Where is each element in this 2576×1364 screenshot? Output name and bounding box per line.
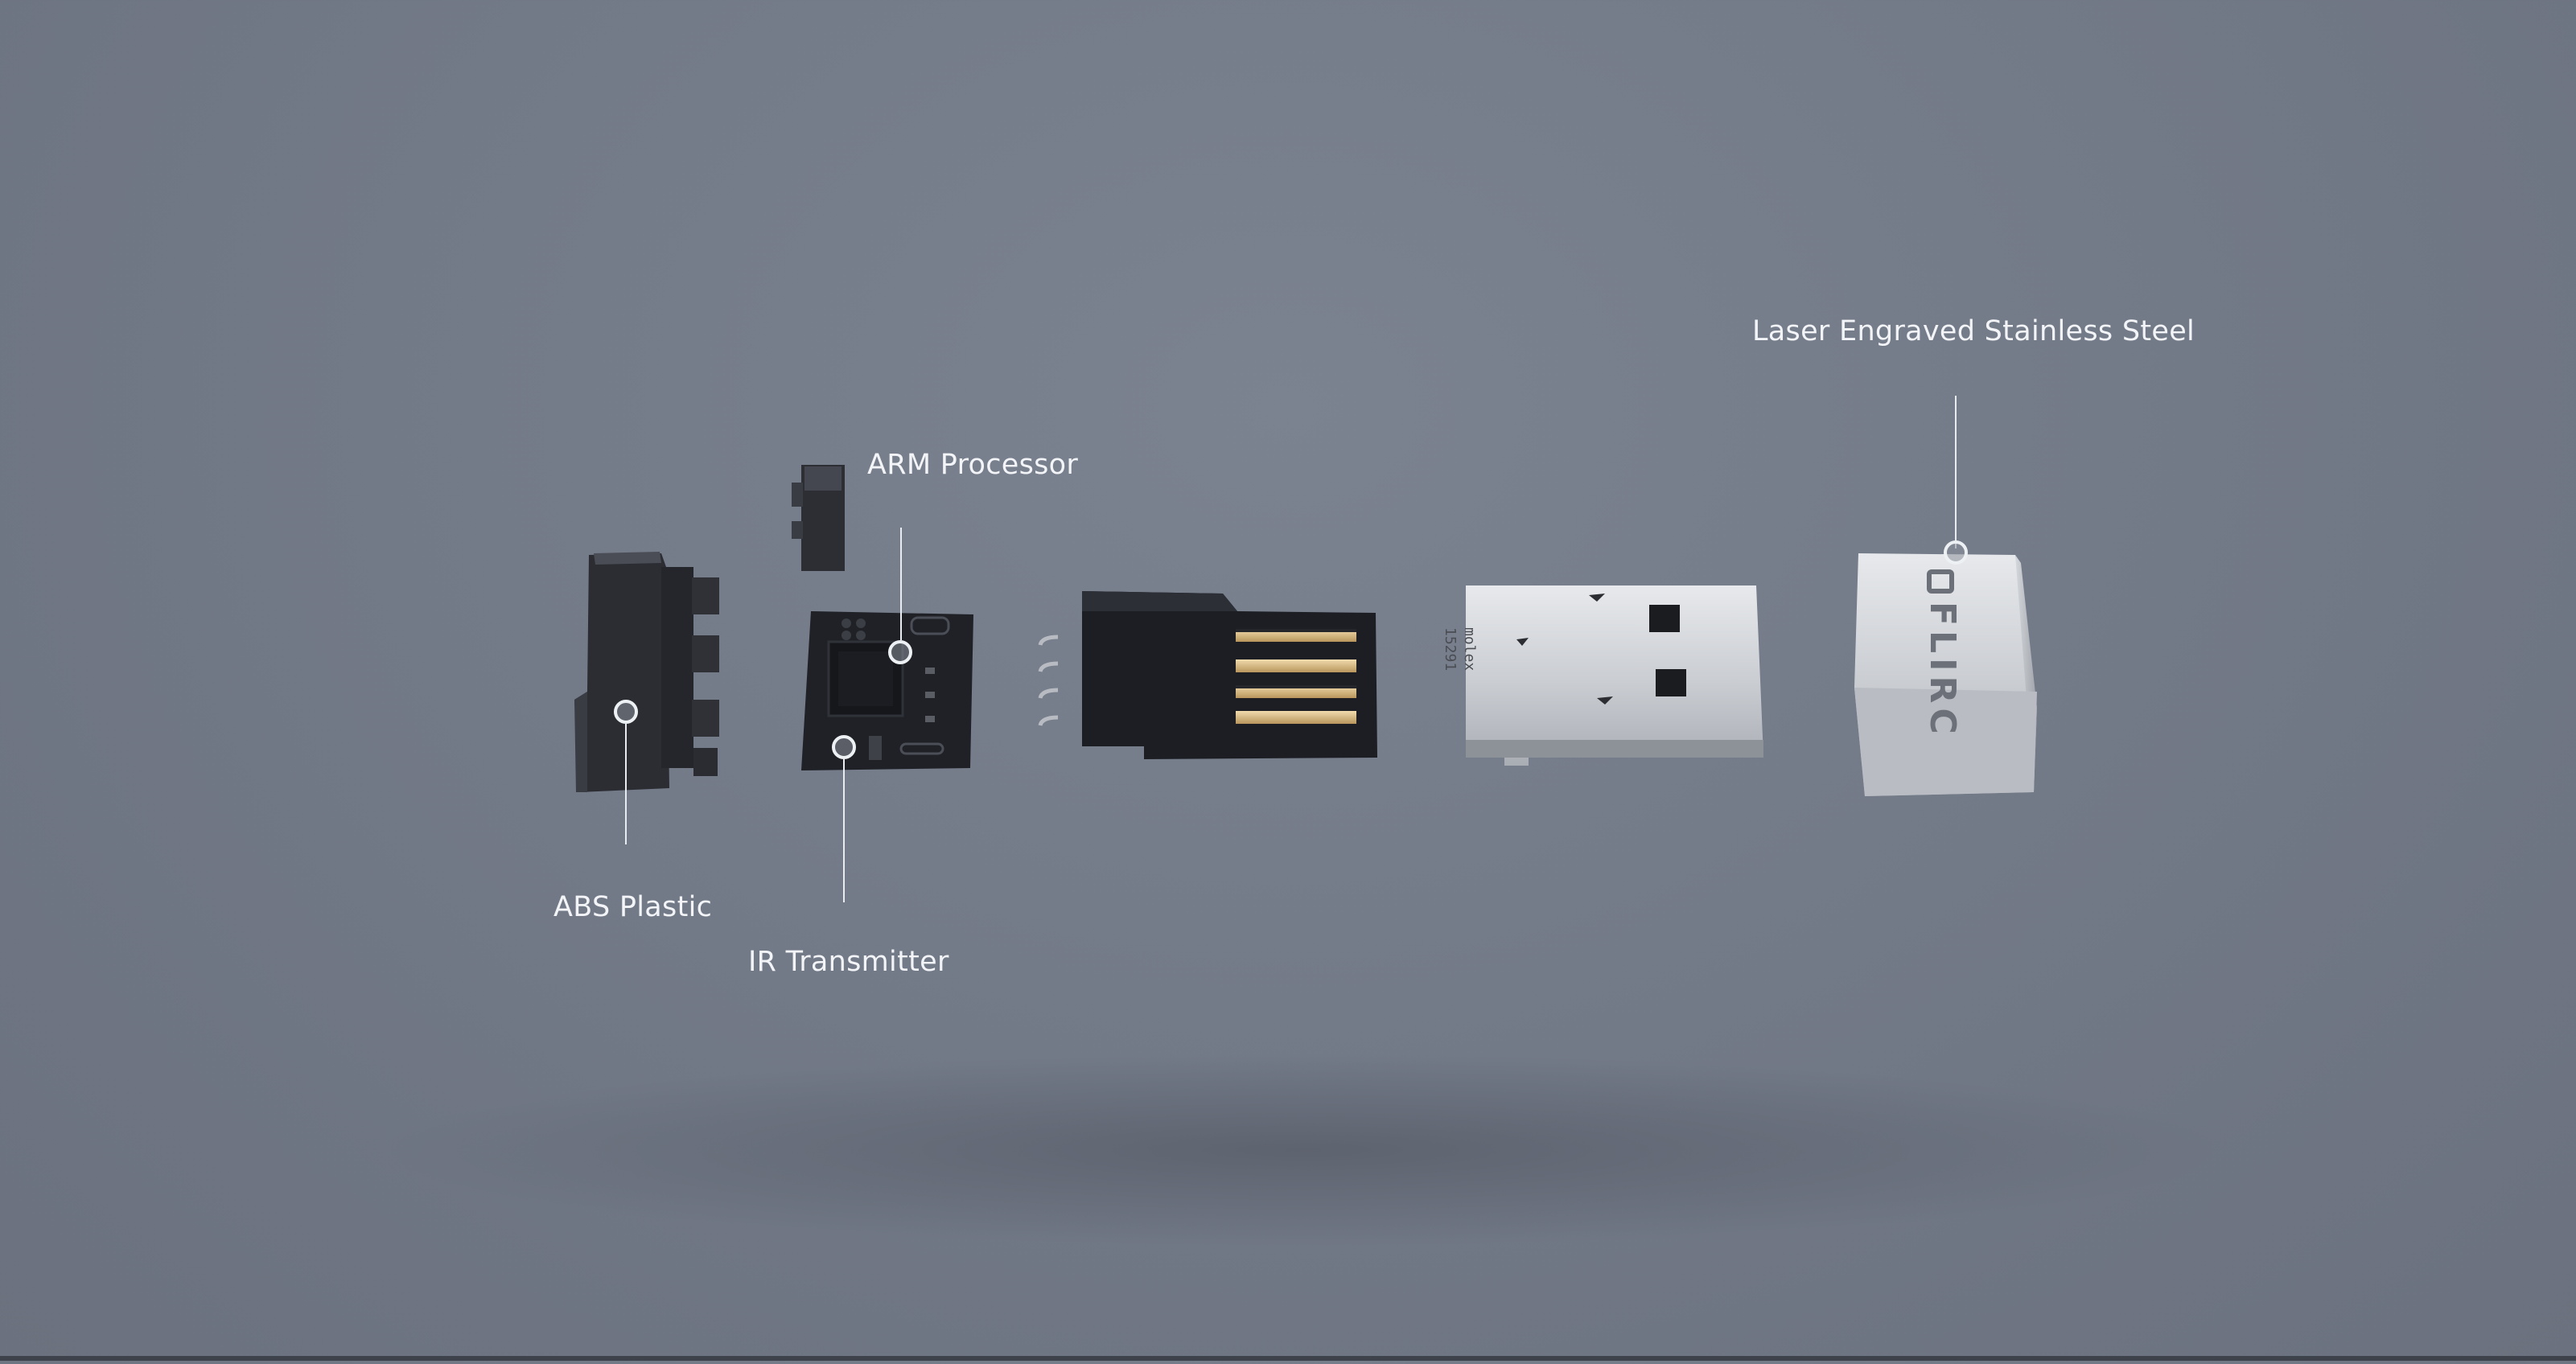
bottom-border <box>0 1356 2576 1361</box>
callout-line-arm-processor <box>900 528 902 640</box>
callout-label-laser-steel: Laser Engraved Stainless Steel <box>1752 315 2195 347</box>
pcb-board <box>801 611 973 770</box>
flirc-logo-icon <box>1927 569 1954 594</box>
callout-label-abs-plastic: ABS Plastic <box>553 891 713 923</box>
callout-line-ir-transmitter <box>843 759 845 902</box>
molex-marking: molex 15291 <box>1442 627 1478 672</box>
callout-marker-ir-transmitter[interactable] <box>832 735 856 759</box>
callout-marker-abs-plastic[interactable] <box>614 700 638 724</box>
callout-line-abs-plastic <box>625 724 627 844</box>
floor-shadow <box>378 1054 2228 1247</box>
ir-component <box>792 465 845 571</box>
steel-cap <box>1854 553 2037 796</box>
callout-label-arm-processor: ARM Processor <box>867 449 1079 481</box>
flirc-logo-engraving: FLIRC <box>1922 569 1963 739</box>
connector-body <box>1038 591 1377 759</box>
callout-marker-laser-steel[interactable] <box>1944 540 1968 565</box>
usb-steel-shell <box>1466 585 1763 766</box>
callout-marker-arm-processor[interactable] <box>888 640 912 664</box>
abs-plastic-housing <box>574 552 719 792</box>
callout-line-laser-steel <box>1955 396 1957 548</box>
callout-label-ir-transmitter: IR Transmitter <box>748 946 949 978</box>
